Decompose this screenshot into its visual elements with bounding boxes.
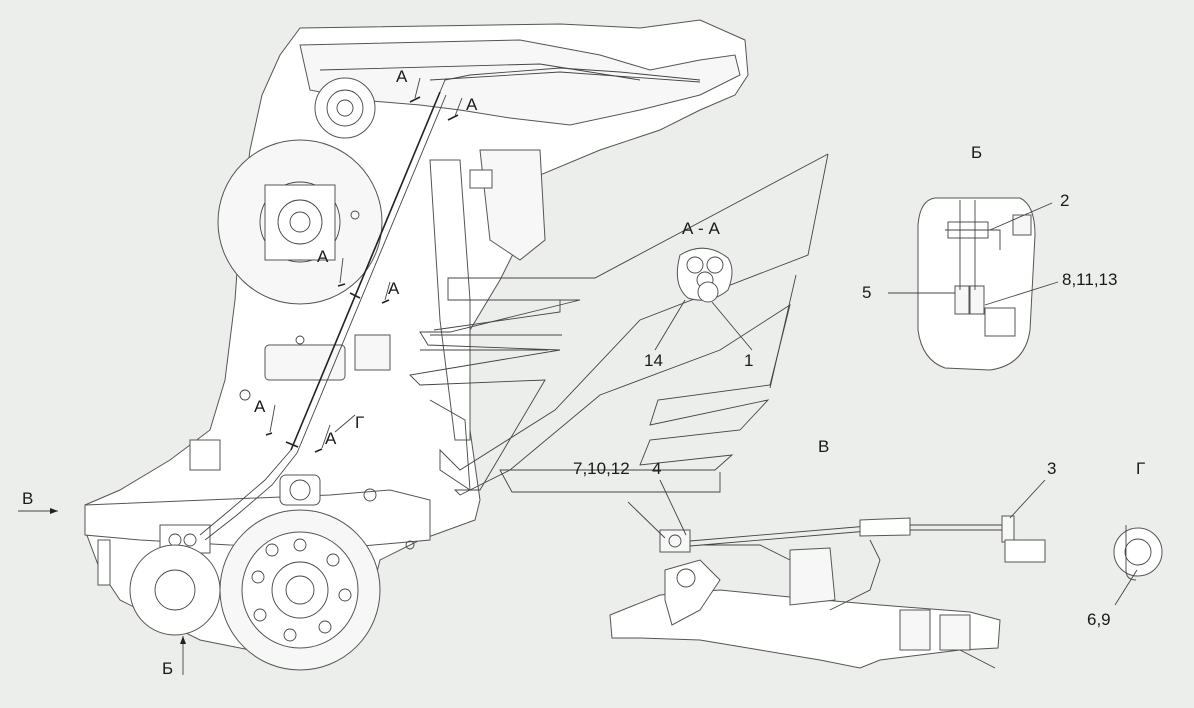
view-v-title: В: [818, 437, 829, 456]
view-v-detail: [609, 479, 1046, 669]
section-aa-leaders: [409, 153, 829, 496]
view-b-detail: [888, 197, 1059, 371]
view-b-title: Б: [971, 143, 982, 162]
callout-7-10-12: 7,10,12: [573, 459, 630, 478]
section-aa-detail: [654, 247, 753, 351]
view-label-v-arrow: В: [22, 489, 33, 508]
section-markers: [18, 77, 463, 675]
section-label-a: А: [325, 429, 337, 448]
view-label-g-arrow: Г: [355, 413, 364, 432]
main-assembly: [84, 19, 749, 671]
section-label-a: А: [317, 247, 329, 266]
section-label-a: А: [388, 279, 400, 298]
callout-14: 14: [644, 351, 663, 370]
callout-1: 1: [744, 351, 753, 370]
callout-3: 3: [1047, 459, 1056, 478]
view-label-b-arrow: Б: [162, 659, 173, 678]
section-label-a: А: [396, 67, 408, 86]
view-g-title: Г: [1136, 459, 1145, 478]
callout-6-9: 6,9: [1087, 610, 1111, 629]
section-label-a: А: [466, 95, 478, 114]
callout-8-11-13: 8,11,13: [1062, 270, 1117, 289]
section-aa-title: А - А: [682, 219, 720, 238]
labels: А А А А А А Г В Б А - А 14 1 Б 2 5 8,11,…: [22, 67, 1145, 678]
section-label-a: А: [254, 397, 266, 416]
cable-routing: [199, 67, 701, 541]
callout-2: 2: [1060, 191, 1069, 210]
callout-5: 5: [862, 283, 871, 302]
view-g-detail: [1113, 525, 1163, 606]
callout-4: 4: [652, 459, 661, 478]
